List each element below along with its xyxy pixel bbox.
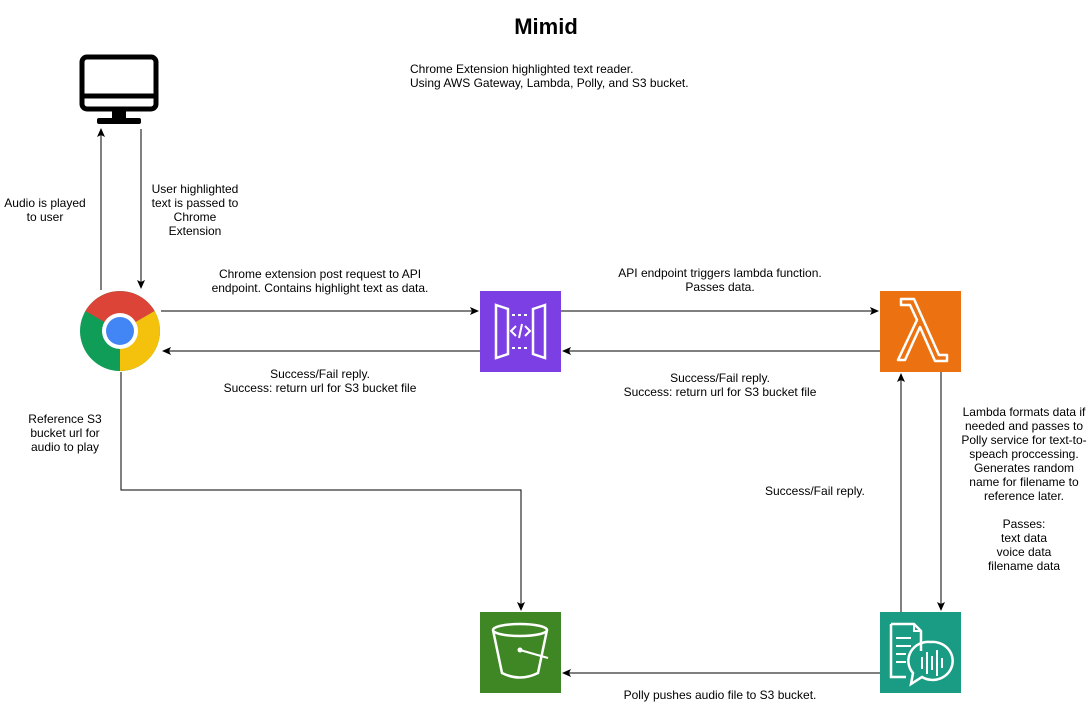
label-gateway-reply: Success/Fail reply. Success: return url … — [223, 367, 417, 395]
diagram-title: Mimid — [514, 14, 578, 39]
polly-icon — [880, 612, 961, 693]
diagram-description: Chrome Extension highlighted text reader… — [410, 62, 689, 90]
label-lambda-formats: Lambda formats data if needed and passes… — [961, 405, 1087, 573]
label-api-triggers: API endpoint triggers lambda function. P… — [618, 266, 822, 294]
monitor-icon — [79, 54, 159, 124]
label-audio-played: Audio is played to user — [4, 196, 86, 224]
label-chrome-post: Chrome extension post request to API end… — [211, 267, 429, 295]
lambda-icon — [880, 291, 961, 372]
chrome-icon — [80, 291, 160, 371]
label-polly-push: Polly pushes audio file to S3 bucket. — [623, 688, 817, 702]
label-reference-s3: Reference S3 bucket url for audio to pla… — [28, 412, 102, 454]
label-polly-reply: Success/Fail reply. — [765, 484, 865, 498]
label-user-highlighted: User highlighted text is passed to Chrom… — [151, 182, 239, 238]
s3-bucket-icon — [480, 612, 561, 693]
label-lambda-reply: Success/Fail reply. Success: return url … — [623, 371, 817, 399]
arrow-chrome-to-s3 — [120, 372, 525, 611]
api-gateway-icon — [480, 291, 561, 372]
